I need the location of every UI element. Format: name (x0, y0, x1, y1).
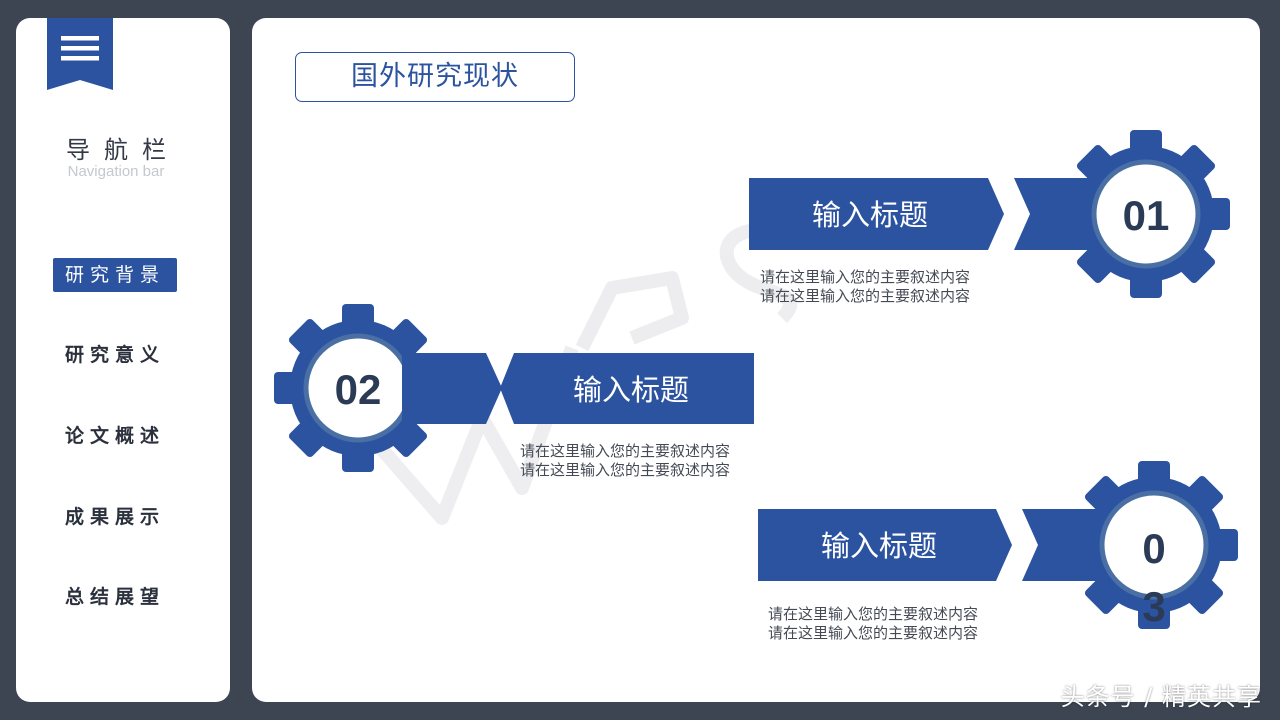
sidebar-item-summary[interactable]: 总结展望 (64, 586, 165, 608)
hamburger-menu-icon[interactable] (47, 18, 113, 90)
item-02-description: 请在这里输入您的主要叙述内容 请在这里输入您的主要叙述内容 (520, 442, 730, 480)
item-03-heading: 输入标题 (821, 529, 937, 563)
page-title-box: 国外研究现状 (295, 52, 575, 102)
item-01-banner (749, 178, 1102, 250)
item-03-desc-line-1: 请在这里输入您的主要叙述内容 (768, 605, 979, 623)
item-01-heading: 输入标题 (812, 198, 928, 232)
item-02-banner (402, 353, 754, 424)
main-content: 国外研究现状 (252, 18, 1260, 702)
sidebar-item-results[interactable]: 成果展示 (64, 506, 165, 528)
item-01-desc-line-2: 请在这里输入您的主要叙述内容 (760, 287, 971, 305)
corner-watermark: 头条号 / 精英共享 (1060, 683, 1262, 711)
gear-diagram: 输入标题 输入标题 输入标题 01 02 0 3 (252, 18, 1260, 702)
item-01-number: 01 (1123, 192, 1170, 239)
item-03-desc-line-2: 请在这里输入您的主要叙述内容 (768, 624, 979, 642)
page-title: 国外研究现状 (351, 61, 519, 92)
item-01-description: 请在这里输入您的主要叙述内容 请在这里输入您的主要叙述内容 (760, 268, 970, 306)
nav-subtitle: Navigation bar (67, 163, 165, 180)
item-01-desc-line-1: 请在这里输入您的主要叙述内容 (760, 268, 971, 286)
nav-title: 导航栏 (66, 136, 180, 164)
item-03-description: 请在这里输入您的主要叙述内容 请在这里输入您的主要叙述内容 (768, 605, 978, 643)
item-03-number-line-2: 3 (1142, 583, 1165, 630)
sidebar-item-research-significance[interactable]: 研究意义 (64, 344, 165, 366)
item-02-desc-line-1: 请在这里输入您的主要叙述内容 (520, 442, 731, 460)
sidebar-item-paper-overview[interactable]: 论文概述 (64, 425, 165, 447)
sidebar: 导航栏 Navigation bar 研究背景 研究意义 论文概述 成果展示 总… (16, 18, 230, 702)
item-02-heading: 输入标题 (573, 373, 689, 407)
item-02-number: 02 (335, 366, 382, 413)
sidebar-item-research-background[interactable]: 研究背景 (53, 258, 177, 292)
item-02-desc-line-2: 请在这里输入您的主要叙述内容 (520, 461, 731, 479)
item-03-number-line-1: 0 (1142, 525, 1165, 572)
